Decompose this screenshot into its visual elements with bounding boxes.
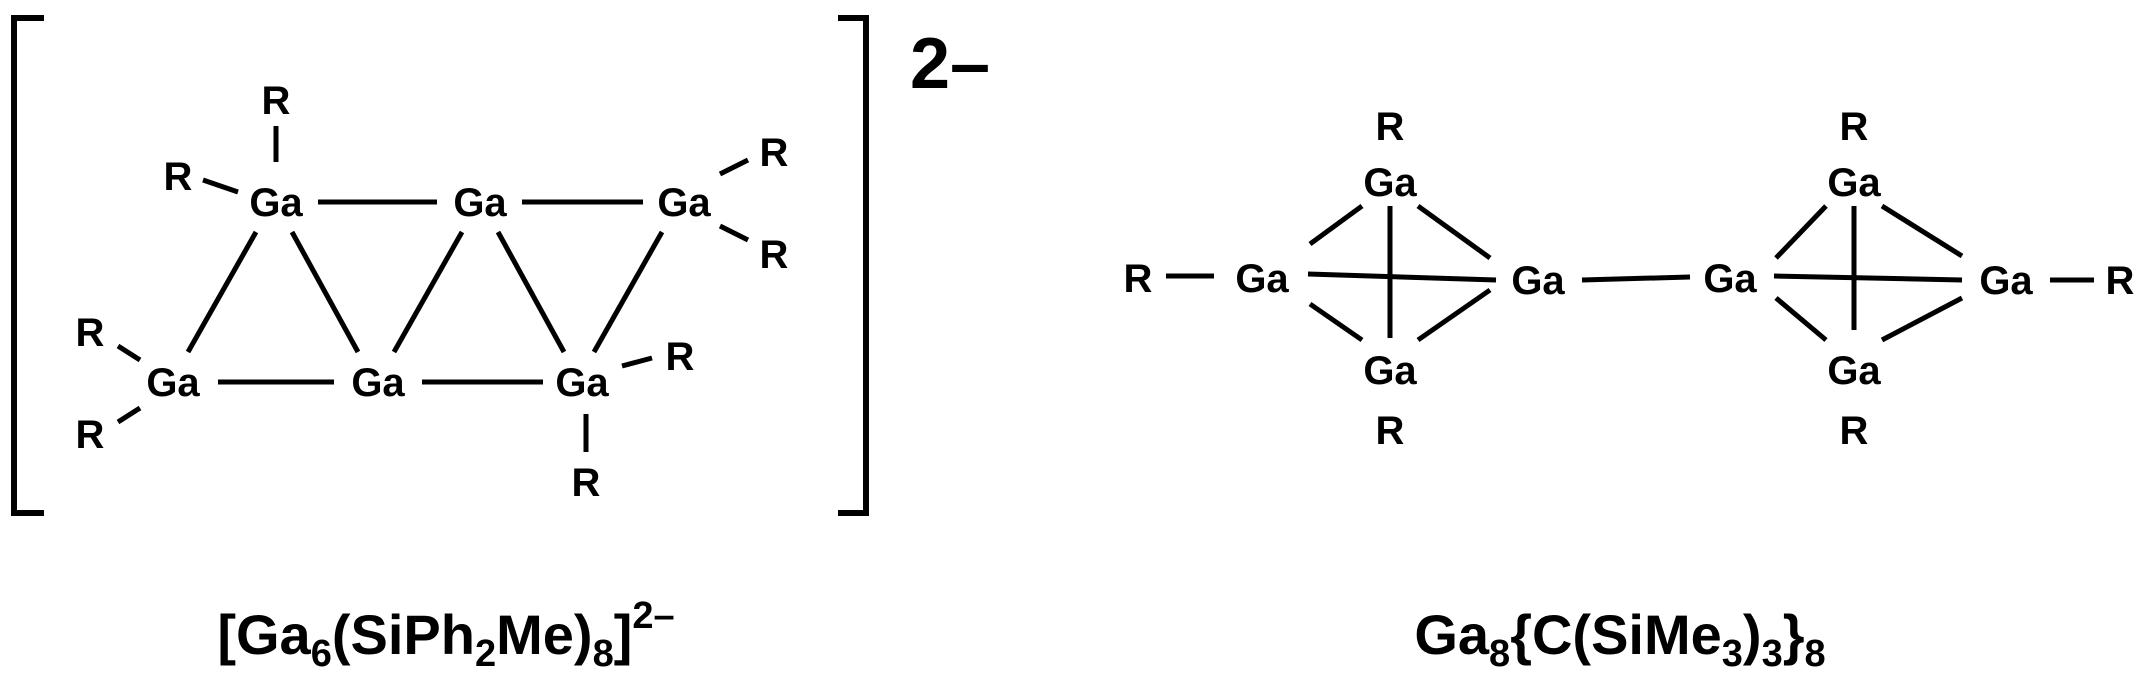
r-group: R xyxy=(666,335,695,379)
ga-atom: Ga xyxy=(1703,257,1757,301)
ga-atom: Ga xyxy=(249,181,303,225)
right-bracket xyxy=(838,15,869,516)
ga-atom: Ga xyxy=(1827,349,1881,393)
r-group: R xyxy=(1376,105,1405,149)
ga-atom: Ga xyxy=(146,361,200,405)
ga-atom: Ga xyxy=(1827,161,1881,205)
left-formula: [Ga6(SiPh2Me)8]2– xyxy=(217,595,674,675)
r-group: R xyxy=(2106,259,2135,303)
cluster-bonds-right xyxy=(1773,203,2094,343)
right-formula: Ga8{C(SiMe3)3}8 xyxy=(1414,603,1825,675)
charge-label: 2– xyxy=(910,24,990,104)
ga-r-bonds xyxy=(116,126,750,452)
r-group: R xyxy=(262,79,291,123)
r-group: R xyxy=(76,311,105,355)
ga-atom: Ga xyxy=(555,361,609,405)
ga-ga-bonds xyxy=(185,199,665,385)
ga-atom: Ga xyxy=(351,361,405,405)
left-structure: 2– Ga Ga Ga Ga Ga G xyxy=(11,15,990,675)
right-structure: Ga Ga Ga Ga Ga Ga Ga Ga R R R R R R Ga8{… xyxy=(1124,105,2135,675)
ga-atom: Ga xyxy=(1363,161,1417,205)
ga-atom: Ga xyxy=(1235,257,1289,301)
ga-atom: Ga xyxy=(1363,349,1417,393)
r-group: R xyxy=(1840,409,1869,453)
r-group: R xyxy=(164,155,193,199)
r-group: R xyxy=(76,413,105,457)
ga-atom: Ga xyxy=(657,181,711,225)
ga-atom: Ga xyxy=(453,181,507,225)
r-group: R xyxy=(572,461,601,505)
r-group: R xyxy=(1124,257,1153,301)
left-bracket xyxy=(11,15,44,516)
r-group: R xyxy=(1840,105,1869,149)
r-group: R xyxy=(760,131,789,175)
central-ga-ga-bond xyxy=(1581,274,1691,283)
ga-atom: Ga xyxy=(1979,259,2033,303)
cluster-bonds-left xyxy=(1166,203,1497,343)
r-group: R xyxy=(760,233,789,277)
ga-atom: Ga xyxy=(1511,259,1565,303)
r-group: R xyxy=(1376,409,1405,453)
